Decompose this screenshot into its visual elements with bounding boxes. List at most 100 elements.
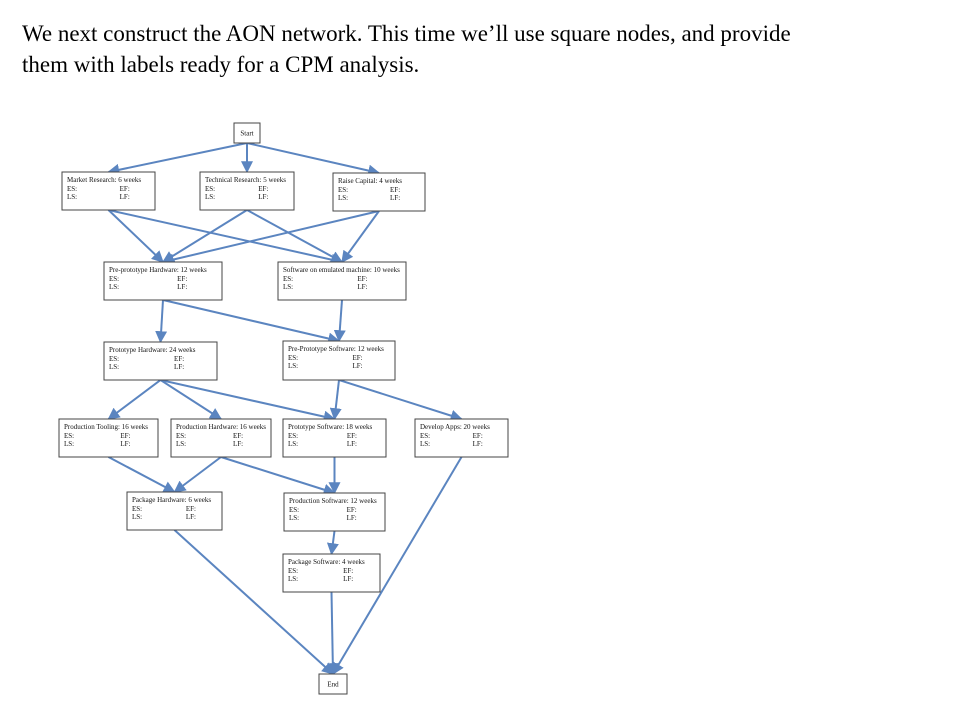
node-ef-da: EF: [473, 432, 483, 440]
node-es-tr: ES: [205, 185, 215, 193]
node-lf-mr: LF: [120, 193, 130, 201]
node-box-pph [103, 261, 223, 301]
node-lf-prh: LF: [233, 440, 243, 448]
edge-mr-to-som [108, 209, 344, 266]
edge-prh-to-prs [220, 456, 336, 496]
node-title-mr: Market Research: 6 weeks [67, 176, 141, 184]
node-ef-ps: EF: [347, 432, 357, 440]
node-box-pps [282, 340, 396, 381]
node-prh: Production Hardware: 16 weeksES:EF:LS:LF… [170, 418, 272, 458]
node-es-pph: ES: [109, 275, 119, 283]
node-start: Start [233, 122, 261, 144]
node-box-tr [199, 171, 295, 211]
edge-som-to-pps [333, 299, 346, 343]
edge-tr-to-som [246, 209, 344, 263]
node-box-pkh [126, 491, 223, 531]
node-es-som: ES: [283, 275, 293, 283]
node-box-prs [283, 492, 386, 532]
edge-pks-to-end [326, 591, 339, 676]
node-lf-prs: LF: [347, 514, 357, 522]
node-es-prh: ES: [176, 432, 186, 440]
edge-rc-to-som [341, 210, 380, 263]
edge-tr-to-pph [161, 209, 248, 263]
node-ef-prh: EF: [233, 432, 243, 440]
node-title-pks: Package Software: 4 weeks [288, 558, 365, 566]
node-es-ph: ES: [109, 355, 119, 363]
intro-line-2: them with labels ready for a CPM analysi… [22, 52, 420, 78]
node-es-prs: ES: [289, 506, 299, 514]
node-lf-pkh: LF: [186, 513, 196, 521]
node-box-pks [282, 553, 381, 593]
node-ef-pkh: EF: [186, 505, 196, 513]
node-es-pt: ES: [64, 432, 74, 440]
node-lf-da: LF: [473, 440, 483, 448]
edge-mr-to-pph [107, 209, 164, 263]
node-ef-pph: EF: [177, 275, 187, 283]
node-ls-pks: LS: [288, 575, 298, 583]
node-box-mr [61, 171, 156, 211]
node-box-end [318, 673, 348, 695]
node-box-rc [332, 172, 426, 212]
node-end: End [318, 673, 348, 695]
node-ls-tr: LS: [205, 193, 215, 201]
node-box-ps [282, 418, 387, 458]
node-title-pt: Production Tooling: 16 weeks [64, 423, 148, 431]
node-lf-pph: LF: [177, 283, 187, 291]
node-ls-som: LS: [283, 283, 293, 291]
edge-ph-to-pt [107, 379, 162, 420]
node-es-pps: ES: [288, 354, 298, 362]
node-ef-prs: EF: [347, 506, 357, 514]
edge-rc-to-pph [161, 210, 380, 266]
edge-pph-to-ph [155, 299, 168, 344]
intro-line-1: We next construct the AON network. This … [22, 21, 791, 46]
node-box-ph [103, 341, 218, 381]
node-ef-ph: EF: [174, 355, 184, 363]
node-ls-pt: LS: [64, 440, 74, 448]
intro-text: We next construct the AON network. This … [22, 18, 942, 81]
node-es-pkh: ES: [132, 505, 142, 513]
node-title-pph: Pre-prototype Hardware: 12 weeks [109, 266, 207, 274]
node-title-start: Start [240, 130, 253, 138]
node-ef-rc: EF: [390, 186, 400, 194]
node-box-da [414, 418, 509, 458]
node-title-ph: Prototype Hardware: 24 weeks [109, 346, 196, 354]
node-title-ps: Prototype Software: 18 weeks [288, 423, 372, 431]
node-title-da: Develop Apps: 20 weeks [420, 423, 490, 431]
node-ef-mr: EF: [120, 185, 130, 193]
edge-pps-to-da [338, 379, 463, 422]
node-lf-pks: LF: [343, 575, 353, 583]
node-es-ps: ES: [288, 432, 298, 440]
edge-da-to-end [332, 456, 463, 676]
node-es-da: ES: [420, 432, 430, 440]
node-ls-prs: LS: [289, 514, 299, 522]
node-es-mr: ES: [67, 185, 77, 193]
node-title-som: Software on emulated machine: 10 weeks [283, 266, 400, 274]
node-ls-ps: LS: [288, 440, 298, 448]
edge-pt-to-pkh [108, 456, 176, 493]
node-ls-ph: LS: [109, 363, 119, 371]
node-ls-pps: LS: [288, 362, 298, 370]
node-title-pkh: Package Hardware: 6 weeks [132, 496, 211, 504]
node-ef-pks: EF: [343, 567, 353, 575]
node-som: Software on emulated machine: 10 weeksES… [277, 261, 407, 301]
node-lf-tr: LF: [258, 193, 268, 201]
node-ls-pph: LS: [109, 283, 119, 291]
node-pps: Pre-Prototype Software: 12 weeksES:EF:LS… [282, 340, 396, 381]
node-title-prh: Production Hardware: 16 weeks [176, 423, 266, 431]
node-box-prh [170, 418, 272, 458]
node-title-end: End [327, 681, 339, 689]
edge-pps-to-ps [329, 379, 342, 421]
node-ls-rc: LS: [338, 194, 348, 202]
node-lf-pps: LF: [352, 362, 362, 370]
node-box-som [277, 261, 407, 301]
edge-pph-to-pps [162, 299, 341, 345]
